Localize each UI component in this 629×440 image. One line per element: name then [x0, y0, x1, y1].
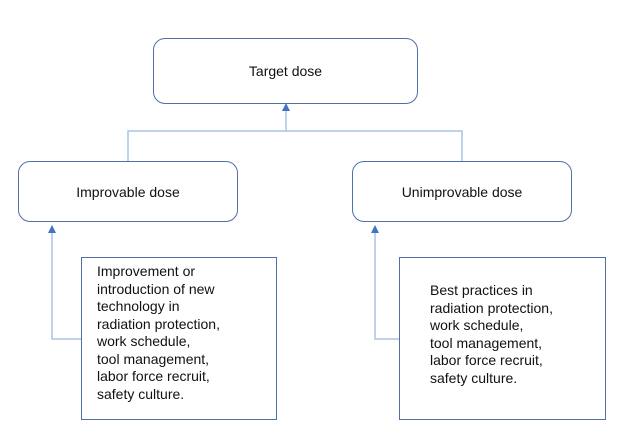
arrowhead-unimprovable: [371, 225, 379, 233]
note-line: Improvement or: [97, 263, 196, 279]
note-unimprovable-factors: Best practices in radiation protection, …: [399, 257, 606, 420]
note-line: labor force recruit,: [97, 368, 210, 384]
node-improvable-dose-label: Improvable dose: [76, 183, 180, 200]
note-line: technology in: [97, 298, 180, 314]
arrowhead-improvable: [48, 225, 56, 233]
connector-unimprovable-factors: [374, 232, 399, 340]
note-line: labor force recruit,: [430, 352, 543, 368]
note-improvable-factors: Improvement or introduction of new techn…: [81, 257, 277, 420]
node-unimprovable-dose: Unimprovable dose: [352, 161, 572, 222]
note-line: radiation protection,: [430, 299, 553, 316]
connector-improvable-factors: [51, 232, 81, 340]
note-line: safety culture.: [97, 385, 185, 402]
note-line: tool management,: [97, 350, 210, 367]
node-unimprovable-dose-label: Unimprovable dose: [401, 183, 523, 200]
node-improvable-dose: Improvable dose: [18, 161, 238, 222]
connector-unimprovable-to-target: [286, 130, 463, 161]
node-target-dose-label: Target dose: [248, 63, 323, 79]
node-target-dose: Target dose: [153, 38, 418, 104]
note-line: tool management,: [430, 334, 543, 351]
note-line: introduction of new: [97, 280, 215, 297]
arrowhead-target: [282, 103, 290, 111]
note-line: Best practices in: [430, 282, 533, 298]
note-line: safety culture.: [430, 369, 518, 386]
connector-improvable-to-target: [127, 110, 287, 161]
note-line: work schedule,: [430, 317, 524, 333]
note-line: work schedule,: [97, 333, 191, 349]
note-line: radiation protection,: [97, 315, 220, 332]
